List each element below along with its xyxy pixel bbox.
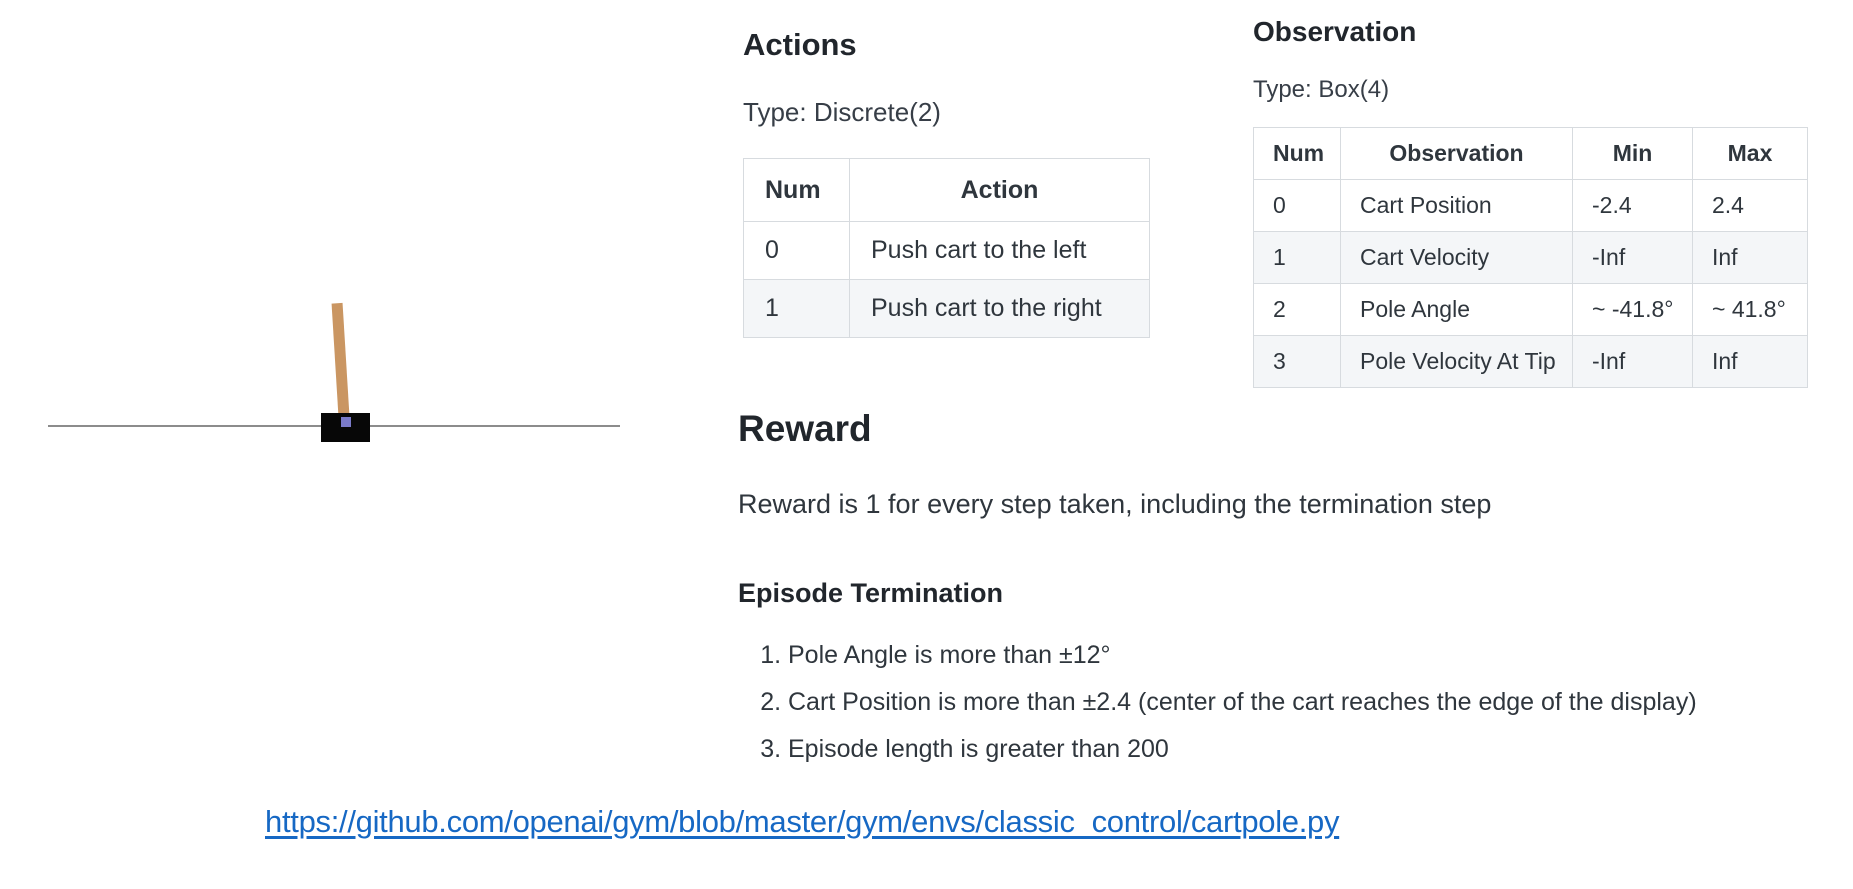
obs-num: 0	[1253, 179, 1341, 232]
obs-col-min: Min	[1572, 127, 1693, 180]
obs-num: 1	[1253, 231, 1341, 284]
actions-col-action: Action	[849, 158, 1150, 222]
obs-max: Inf	[1692, 231, 1808, 284]
table-row: 1 Push cart to the right	[743, 279, 1150, 338]
actions-table-header-row: Num Action	[743, 158, 1150, 222]
obs-name: Cart Velocity	[1340, 231, 1573, 284]
list-item: Episode length is greater than 200	[788, 735, 1697, 764]
observation-heading: Observation	[1253, 16, 1417, 47]
obs-min: ~ -41.8°	[1572, 283, 1693, 336]
table-row: 3 Pole Velocity At Tip -Inf Inf	[1253, 335, 1808, 388]
table-row: 1 Cart Velocity -Inf Inf	[1253, 231, 1808, 284]
pole	[331, 302, 350, 426]
obs-min: -Inf	[1572, 231, 1693, 284]
obs-max: 2.4	[1692, 179, 1808, 232]
table-row: 0 Cart Position -2.4 2.4	[1253, 179, 1808, 232]
reward-description: Reward is 1 for every step taken, includ…	[738, 489, 1492, 519]
episode-termination-list: Pole Angle is more than ±12° Cart Positi…	[742, 641, 1697, 782]
table-row: 0 Push cart to the left	[743, 221, 1150, 280]
actions-table: Num Action 0 Push cart to the left 1 Pus…	[743, 158, 1150, 338]
episode-termination-heading: Episode Termination	[738, 578, 1004, 608]
observation-table-header-row: Num Observation Min Max	[1253, 127, 1808, 180]
actions-heading: Actions	[743, 27, 857, 62]
obs-col-max: Max	[1692, 127, 1808, 180]
obs-name: Pole Velocity At Tip	[1340, 335, 1573, 388]
obs-num: 3	[1253, 335, 1341, 388]
obs-col-observation: Observation	[1340, 127, 1573, 180]
obs-min: -2.4	[1572, 179, 1693, 232]
action-desc: Push cart to the right	[849, 279, 1150, 338]
list-item: Cart Position is more than ±2.4 (center …	[788, 688, 1697, 717]
action-desc: Push cart to the left	[849, 221, 1150, 280]
observation-type-label: Type: Box(4)	[1253, 76, 1390, 103]
obs-col-num: Num	[1253, 127, 1341, 180]
action-num: 1	[743, 279, 850, 338]
obs-num: 2	[1253, 283, 1341, 336]
obs-name: Pole Angle	[1340, 283, 1573, 336]
github-link[interactable]: https://github.com/openai/gym/blob/maste…	[265, 804, 1340, 839]
actions-col-num: Num	[743, 158, 850, 222]
axle-pivot	[341, 417, 351, 427]
reward-heading: Reward	[738, 408, 872, 449]
obs-min: -Inf	[1572, 335, 1693, 388]
action-num: 0	[743, 221, 850, 280]
actions-type-label: Type: Discrete(2)	[743, 97, 941, 127]
table-row: 2 Pole Angle ~ -41.8° ~ 41.8°	[1253, 283, 1808, 336]
obs-max: ~ 41.8°	[1692, 283, 1808, 336]
obs-name: Cart Position	[1340, 179, 1573, 232]
obs-max: Inf	[1692, 335, 1808, 388]
list-item: Pole Angle is more than ±12°	[788, 641, 1697, 670]
observation-table: Num Observation Min Max 0 Cart Position …	[1253, 127, 1808, 388]
